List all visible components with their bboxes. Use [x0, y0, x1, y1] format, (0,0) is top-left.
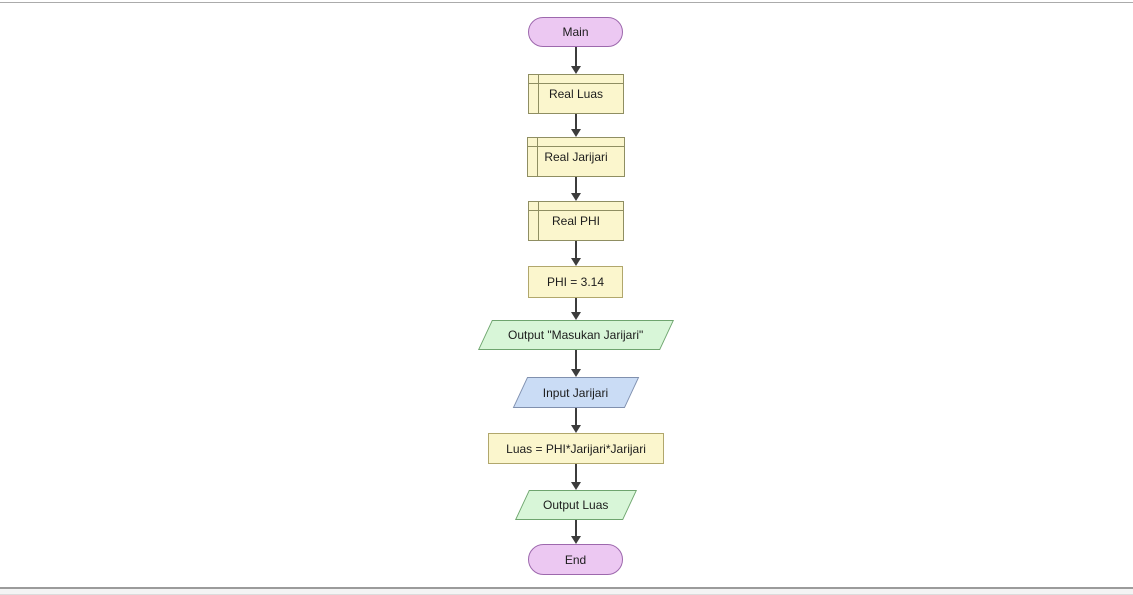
- node-label: Luas = PHI*Jarijari*Jarijari: [506, 441, 646, 456]
- flow-arrow[interactable]: [571, 177, 581, 201]
- node-declare-real-phi[interactable]: Real PHI: [528, 201, 624, 241]
- page-bottom-border: [0, 587, 1133, 589]
- flow-arrow[interactable]: [571, 47, 581, 74]
- node-input-jarijari[interactable]: Input Jarijari: [512, 377, 640, 408]
- node-terminal-main[interactable]: Main: [528, 17, 623, 47]
- node-output-masukan-jarijari[interactable]: Output "Masukan Jarijari": [478, 320, 674, 350]
- flow-arrow[interactable]: [571, 298, 581, 320]
- node-assign-luas[interactable]: Luas = PHI*Jarijari*Jarijari: [488, 433, 664, 464]
- node-assign-phi[interactable]: PHI = 3.14: [528, 266, 623, 298]
- node-label: Real PHI: [551, 214, 601, 228]
- node-label: PHI = 3.14: [546, 275, 605, 289]
- flow-arrow[interactable]: [571, 114, 581, 137]
- node-declare-real-jarijari[interactable]: Real Jarijari: [527, 137, 625, 177]
- flow-arrow[interactable]: [571, 241, 581, 266]
- node-output-luas[interactable]: Output Luas: [515, 490, 637, 520]
- flow-arrow[interactable]: [571, 464, 581, 490]
- node-label: Real Luas: [548, 87, 604, 101]
- flow-arrow[interactable]: [571, 350, 581, 377]
- flow-arrow[interactable]: [571, 520, 581, 544]
- node-label: Real Jarijari: [544, 150, 608, 164]
- page-bottom-strip: [0, 589, 1133, 595]
- node-label: Output Luas: [543, 498, 609, 512]
- node-label: Output "Masukan Jarijari": [508, 328, 644, 342]
- node-label: End: [564, 552, 587, 567]
- node-declare-real-luas[interactable]: Real Luas: [528, 74, 624, 114]
- page-top-border: [0, 2, 1133, 3]
- node-label: Input Jarijari: [543, 385, 609, 400]
- flow-arrow[interactable]: [571, 408, 581, 433]
- node-terminal-end[interactable]: End: [528, 544, 623, 575]
- node-label: Main: [562, 25, 589, 39]
